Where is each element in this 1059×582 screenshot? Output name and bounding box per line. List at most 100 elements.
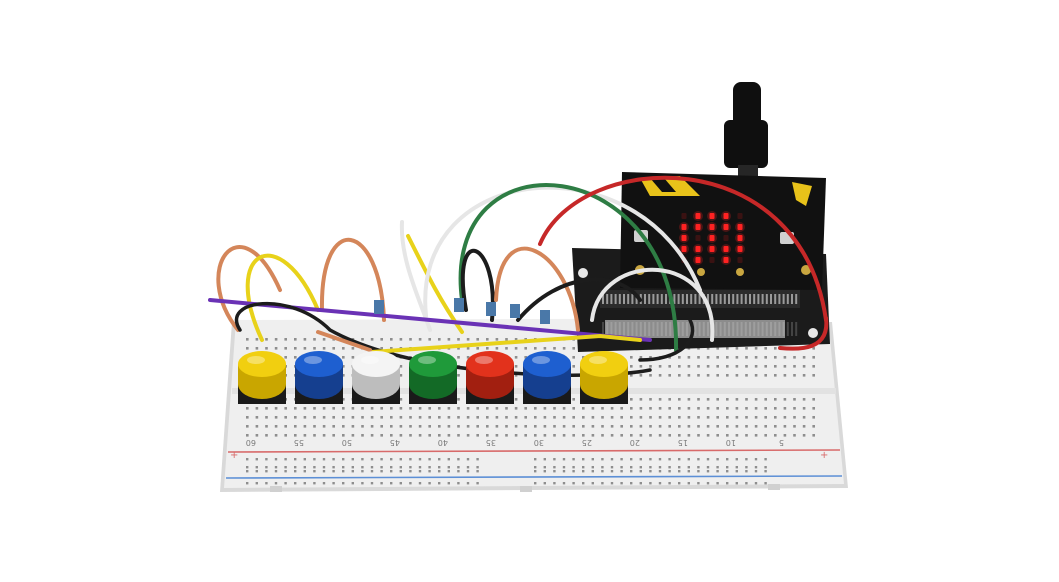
rail-hole (687, 466, 690, 469)
rail-hole (265, 458, 268, 461)
pin (652, 294, 655, 304)
rail-hole (639, 458, 642, 461)
hole (658, 407, 662, 410)
hole (783, 434, 787, 437)
pin (791, 294, 793, 304)
hole (582, 416, 585, 419)
rail-hole (303, 466, 306, 469)
rail-hole (610, 482, 614, 485)
hole (514, 365, 518, 368)
column-label: 45 (390, 438, 400, 447)
hole (726, 356, 729, 359)
led-off (737, 213, 743, 219)
hole (495, 434, 499, 437)
hole (678, 365, 681, 368)
rail-blue-line (225, 475, 843, 479)
push-buttons (238, 351, 628, 404)
hole (246, 338, 249, 341)
hole (303, 434, 307, 437)
button-yellow-left[interactable] (238, 351, 286, 404)
rail-hole (668, 458, 671, 461)
hole (495, 425, 499, 428)
hole (332, 425, 335, 428)
rail-hole (658, 470, 662, 473)
hole (735, 434, 739, 437)
hole (620, 434, 623, 437)
led-on (695, 224, 701, 230)
hole (361, 407, 364, 410)
hole (697, 416, 700, 419)
rail-hole (370, 458, 374, 461)
button-blue-1[interactable] (295, 351, 343, 404)
column-label: 20 (630, 438, 640, 447)
hole (774, 356, 777, 359)
rail-hole (265, 470, 268, 473)
hole (284, 338, 287, 341)
hole (399, 338, 403, 341)
led-on (737, 224, 743, 230)
hole (697, 365, 700, 368)
led-on (681, 224, 687, 230)
hole (774, 425, 777, 428)
wires (208, 175, 829, 377)
rail-hole (726, 458, 729, 461)
hole (418, 434, 422, 437)
hole (342, 425, 345, 428)
hole (745, 425, 748, 428)
hole (649, 425, 652, 428)
hole (294, 347, 297, 350)
hole (553, 416, 556, 419)
rail-plus-right: + (820, 450, 828, 461)
hole (409, 434, 412, 437)
rail-hole (678, 466, 681, 469)
hole (697, 356, 700, 359)
hole (783, 365, 787, 368)
button-white[interactable] (352, 351, 400, 404)
hole (783, 374, 787, 377)
hole (687, 425, 691, 428)
rail-hole (380, 470, 383, 473)
button-cap-top (409, 351, 457, 377)
hole (418, 416, 422, 419)
rail-hole (418, 470, 422, 473)
hole (678, 374, 681, 377)
hole (610, 407, 614, 410)
button-green[interactable] (409, 351, 457, 404)
pin (778, 294, 781, 304)
rail-hole (716, 470, 719, 473)
rail-hole (735, 466, 738, 469)
rail-hole (409, 470, 412, 473)
hole (514, 407, 518, 410)
wire-black-2 (516, 277, 642, 322)
rail-hole (697, 470, 700, 473)
led-on (723, 257, 729, 263)
rail-hole (476, 482, 479, 485)
hole (764, 425, 767, 428)
hole (726, 434, 729, 437)
hole (668, 407, 671, 410)
hole (649, 356, 652, 359)
button-red[interactable] (466, 351, 514, 404)
hole (620, 416, 623, 419)
hole (793, 434, 796, 437)
button-blue-2[interactable] (523, 351, 571, 404)
pin (648, 294, 651, 304)
hole (351, 434, 355, 437)
hole (438, 434, 441, 437)
button-highlight (418, 356, 436, 364)
hole (802, 365, 806, 368)
hole (745, 407, 748, 410)
led-off (681, 213, 687, 219)
pin (677, 294, 680, 304)
pin (715, 294, 718, 304)
hole (322, 416, 326, 419)
button-yellow-right[interactable] (580, 351, 628, 404)
rail-hole (764, 466, 767, 469)
hole (399, 407, 403, 410)
hole (380, 425, 383, 428)
hole (706, 365, 710, 368)
hole (322, 407, 326, 410)
rail-hole (476, 470, 479, 473)
hole (658, 425, 662, 428)
rail-hole (466, 458, 470, 461)
